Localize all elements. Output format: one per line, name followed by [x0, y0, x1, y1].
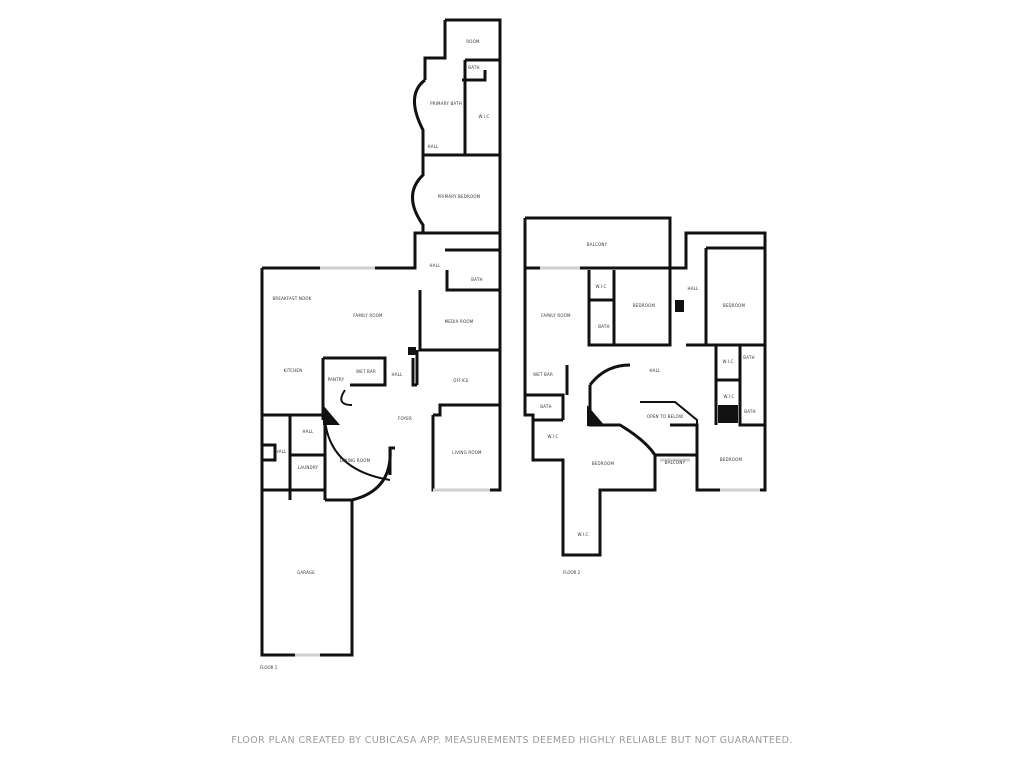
room-label: KITCHEN [284, 368, 303, 373]
room-label: ROOM [466, 39, 480, 44]
room-label: FOYER [398, 416, 412, 421]
room-label: W.I.C [478, 114, 489, 119]
room-label: BALCONY [665, 460, 686, 465]
room-label: W.I.C [595, 284, 606, 289]
floor-2-walls [523, 216, 767, 557]
room-label: BATH [598, 324, 609, 329]
room-label: WET BAR [356, 369, 376, 374]
room-label: WET BAR [533, 372, 553, 377]
room-label: BEDROOM [720, 457, 743, 462]
room-label: W.I.C [547, 434, 558, 439]
room-label: HALL [275, 449, 287, 454]
room-label: GARAGE [297, 570, 315, 575]
room-label: OFFICE [453, 378, 469, 383]
room-label: PRIMARY BATH [430, 101, 462, 106]
floor-2-labels: BALCONY W.I.C BEDROOM HALL BEDROOM FAMIL… [533, 242, 755, 575]
room-label: BREAKFAST NOOK [272, 296, 311, 301]
room-label: HALL [429, 263, 441, 268]
room-label: HALL [687, 286, 699, 291]
room-label: MEDIA ROOM [445, 319, 474, 324]
room-label: BEDROOM [633, 303, 656, 308]
floor-1-label: FLOOR 1 [260, 665, 278, 670]
room-label: W.I.C [722, 359, 733, 364]
room-label: BALCONY [587, 242, 608, 247]
room-label: BATH [744, 409, 755, 414]
room-label: W.I.C [723, 394, 734, 399]
room-label: BATH [468, 65, 479, 70]
room-label: HALL [427, 144, 439, 149]
room-label: DINING ROOM [340, 458, 371, 463]
room-label: HALL [302, 429, 314, 434]
room-label: HALL [391, 372, 403, 377]
floor-1-walls [260, 18, 502, 657]
room-label: HALL [649, 368, 661, 373]
disclaimer-footer: FLOOR PLAN CREATED BY CUBICASA APP. MEAS… [231, 735, 793, 746]
room-label: BATH [540, 404, 551, 409]
room-label: BEDROOM [592, 461, 615, 466]
room-label: W.I.C [577, 532, 588, 537]
room-label: BATH [471, 277, 482, 282]
room-label: PANTRY [328, 377, 345, 382]
room-label: BATH [743, 355, 754, 360]
floor-2-label: FLOOR 2 [563, 570, 581, 575]
room-label: BEDROOM [723, 303, 746, 308]
room-label: LAUNDRY [298, 465, 319, 470]
room-label: FAMILY ROOM [353, 313, 383, 318]
room-label: LIVING ROOM [452, 450, 482, 455]
room-label: FAMILY ROOM [541, 313, 571, 318]
room-label: OPEN TO BELOW [647, 414, 683, 419]
room-label: PRIMARY BEDROOM [438, 194, 481, 199]
floor-1-labels: ROOM BATH PRIMARY BATH W.I.C HALL PRIMAR… [260, 39, 489, 670]
